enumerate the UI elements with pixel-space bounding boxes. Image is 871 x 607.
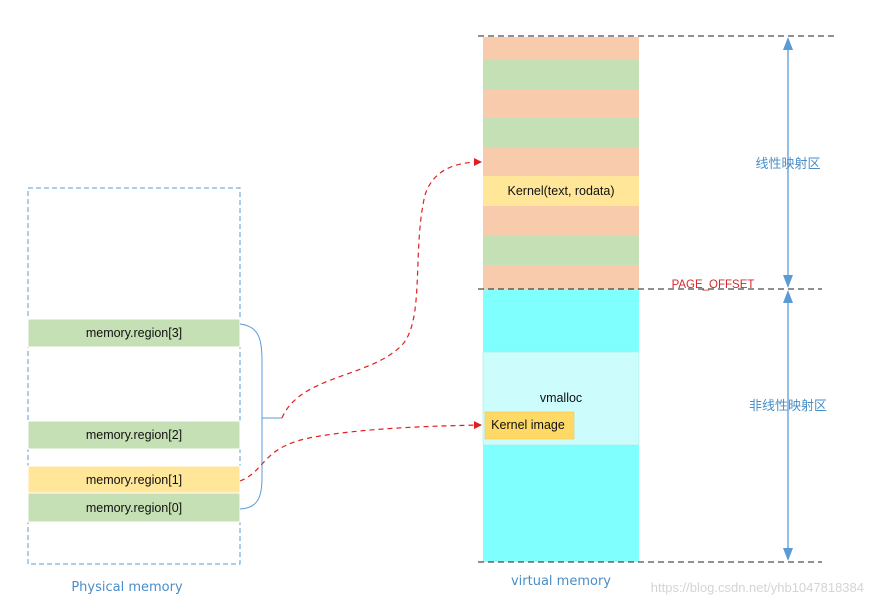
linear-area-label: 线性映射区 <box>755 156 820 172</box>
kernel-text-block <box>483 176 639 206</box>
region-group-bracket <box>239 323 263 510</box>
memory-region-1: memory.region[1] <box>27 465 241 494</box>
linear-area-arrow <box>783 37 793 288</box>
nonlinear-area-arrow <box>783 290 793 561</box>
memory-region-1-label: memory.region[1] <box>86 473 182 487</box>
kernel-text-label: Kernel(text, rodata) <box>508 184 615 198</box>
page-offset-label: PAGE_OFFSET <box>672 279 755 291</box>
mapping-arrow-linear <box>281 158 482 419</box>
physical-memory-caption: Physical memory <box>71 580 183 595</box>
kernel-image-block <box>484 411 575 440</box>
vmalloc-label: vmalloc <box>540 391 582 405</box>
memory-region-3-label: memory.region[3] <box>86 326 182 340</box>
nonlinear-area-label: 非线性映射区 <box>749 398 827 414</box>
memory-region-2-label: memory.region[2] <box>86 428 182 442</box>
memory-region-2: memory.region[2] <box>27 420 241 450</box>
memory-region-0-label: memory.region[0] <box>86 501 182 515</box>
physical-memory-frame <box>27 187 241 565</box>
watermark: https://blog.csdn.net/yhb1047818384 <box>651 580 864 595</box>
mapping-arrow-kernel-image <box>239 421 482 482</box>
virtual-memory-column <box>482 37 640 562</box>
memory-region-0: memory.region[0] <box>27 492 241 523</box>
memory-region-3: memory.region[3] <box>27 318 241 348</box>
kernel-image-label: Kernel image <box>491 418 565 432</box>
virtual-memory-caption: virtual memory <box>511 574 611 589</box>
